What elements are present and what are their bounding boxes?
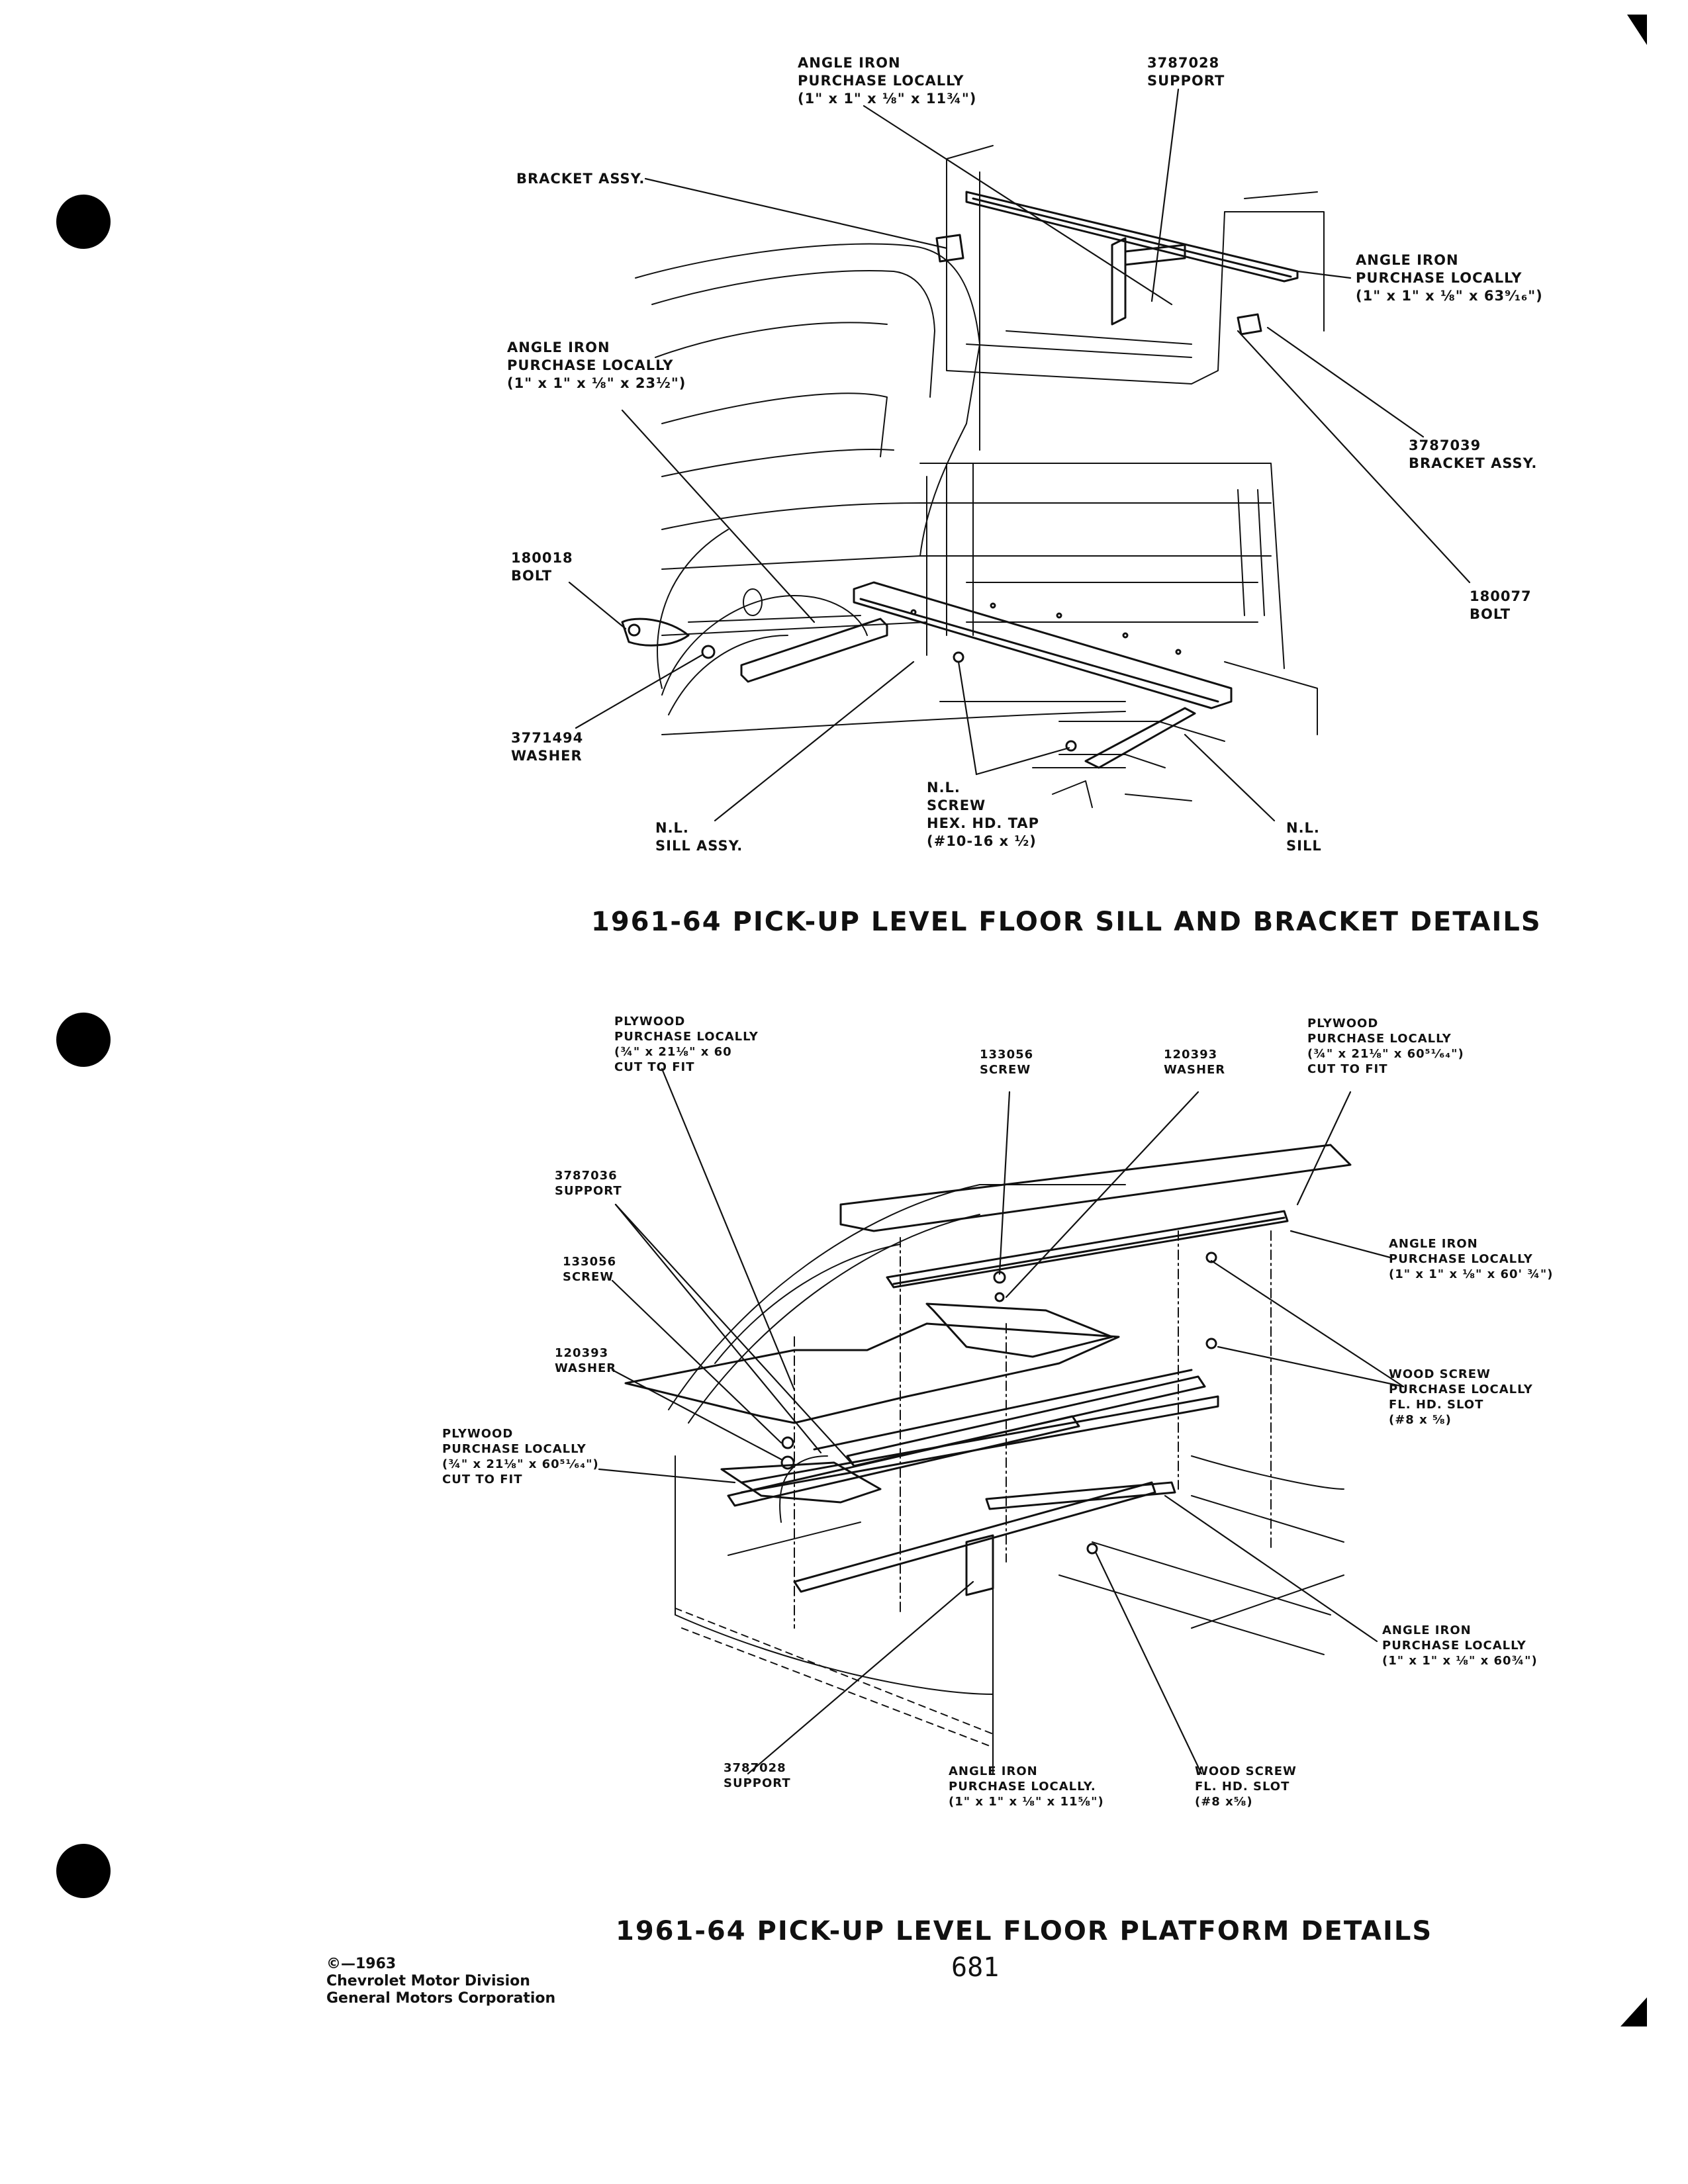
callout-wood-screw-right: WOOD SCREW PURCHASE LOCALLY FL. HD. SLOT… <box>1389 1367 1533 1427</box>
callout-support-3787036: 3787036 SUPPORT <box>555 1169 622 1198</box>
callout-washer-120393-top: 120393 WASHER <box>1164 1048 1226 1077</box>
lower-leader-lines <box>598 1068 1405 1775</box>
callout-bracket-assy: BRACKET ASSY. <box>516 171 645 187</box>
callout-screw-nl: N.L. SCREW HEX. HD. TAP (#10-16 x ½) <box>927 780 1040 849</box>
callout-washer-120393-left: 120393 WASHER <box>555 1346 617 1375</box>
callout-bracket-3787039: 3787039 BRACKET ASSY. <box>1409 437 1538 471</box>
lower-truck-drawing <box>668 1184 1344 1748</box>
lower-diagram-title: 1961-64 PICK-UP LEVEL FLOOR PLATFORM DET… <box>616 1916 1433 1946</box>
binder-hole-top <box>56 195 111 249</box>
callout-angle-iron-bottom: ANGLE IRON PURCHASE LOCALLY. (1" x 1" x … <box>949 1764 1104 1809</box>
callout-angle-iron-lower: ANGLE IRON PURCHASE LOCALLY (1" x 1" x ⅛… <box>1382 1623 1538 1668</box>
callout-angle-iron-right: ANGLE IRON PURCHASE LOCALLY (1" x 1" x ⅛… <box>1356 252 1543 304</box>
corner-mark-top-right <box>1627 15 1647 45</box>
callout-bolt-180077: 180077 BOLT <box>1470 588 1532 622</box>
callout-sill-nl: N.L. SILL <box>1286 820 1322 854</box>
callout-plywood-top-left: PLYWOOD PURCHASE LOCALLY (¾" x 21⅛" x 60… <box>614 1015 759 1074</box>
callout-angle-iron-upper: ANGLE IRON PURCHASE LOCALLY (1" x 1" x ⅛… <box>1389 1237 1554 1281</box>
upper-truck-drawing <box>635 145 1325 808</box>
callout-washer-3771494: 3771494 WASHER <box>511 730 584 764</box>
upper-leader-lines <box>568 88 1471 822</box>
callout-plywood-left: PLYWOOD PURCHASE LOCALLY (¾" x 21⅛" x 60… <box>442 1427 599 1486</box>
corner-mark-bottom-right <box>1620 1997 1647 2026</box>
binder-hole-middle <box>56 1013 111 1067</box>
callout-sill-assy-nl: N.L. SILL ASSY. <box>655 820 743 854</box>
copyright-notice: ©—1963 Chevrolet Motor Division General … <box>326 1956 556 2007</box>
callout-bolt-180018: 180018 BOLT <box>511 550 573 584</box>
lower-parts <box>624 1144 1352 1596</box>
binder-hole-bottom <box>56 1844 111 1898</box>
callout-angle-iron-left: ANGLE IRON PURCHASE LOCALLY (1" x 1" x ⅛… <box>507 340 686 391</box>
upper-parts <box>621 191 1299 769</box>
callout-angle-iron-top: ANGLE IRON PURCHASE LOCALLY (1" x 1" x ⅛… <box>798 55 977 107</box>
callout-support-3787028: 3787028 SUPPORT <box>1147 55 1225 89</box>
callout-support-3787028-lower: 3787028 SUPPORT <box>724 1761 791 1790</box>
callout-screw-133056-top: 133056 SCREW <box>980 1048 1034 1077</box>
callout-screw-133056-left: 133056 SCREW <box>563 1255 617 1284</box>
page-number: 681 <box>951 1952 1000 1983</box>
callout-plywood-top-right: PLYWOOD PURCHASE LOCALLY (¾" x 21⅛" x 60… <box>1307 1017 1464 1076</box>
callout-wood-screw-bottom: WOOD SCREW FL. HD. SLOT (#8 x⅝) <box>1195 1764 1297 1809</box>
upper-diagram-title: 1961-64 PICK-UP LEVEL FLOOR SILL AND BRA… <box>591 907 1542 937</box>
